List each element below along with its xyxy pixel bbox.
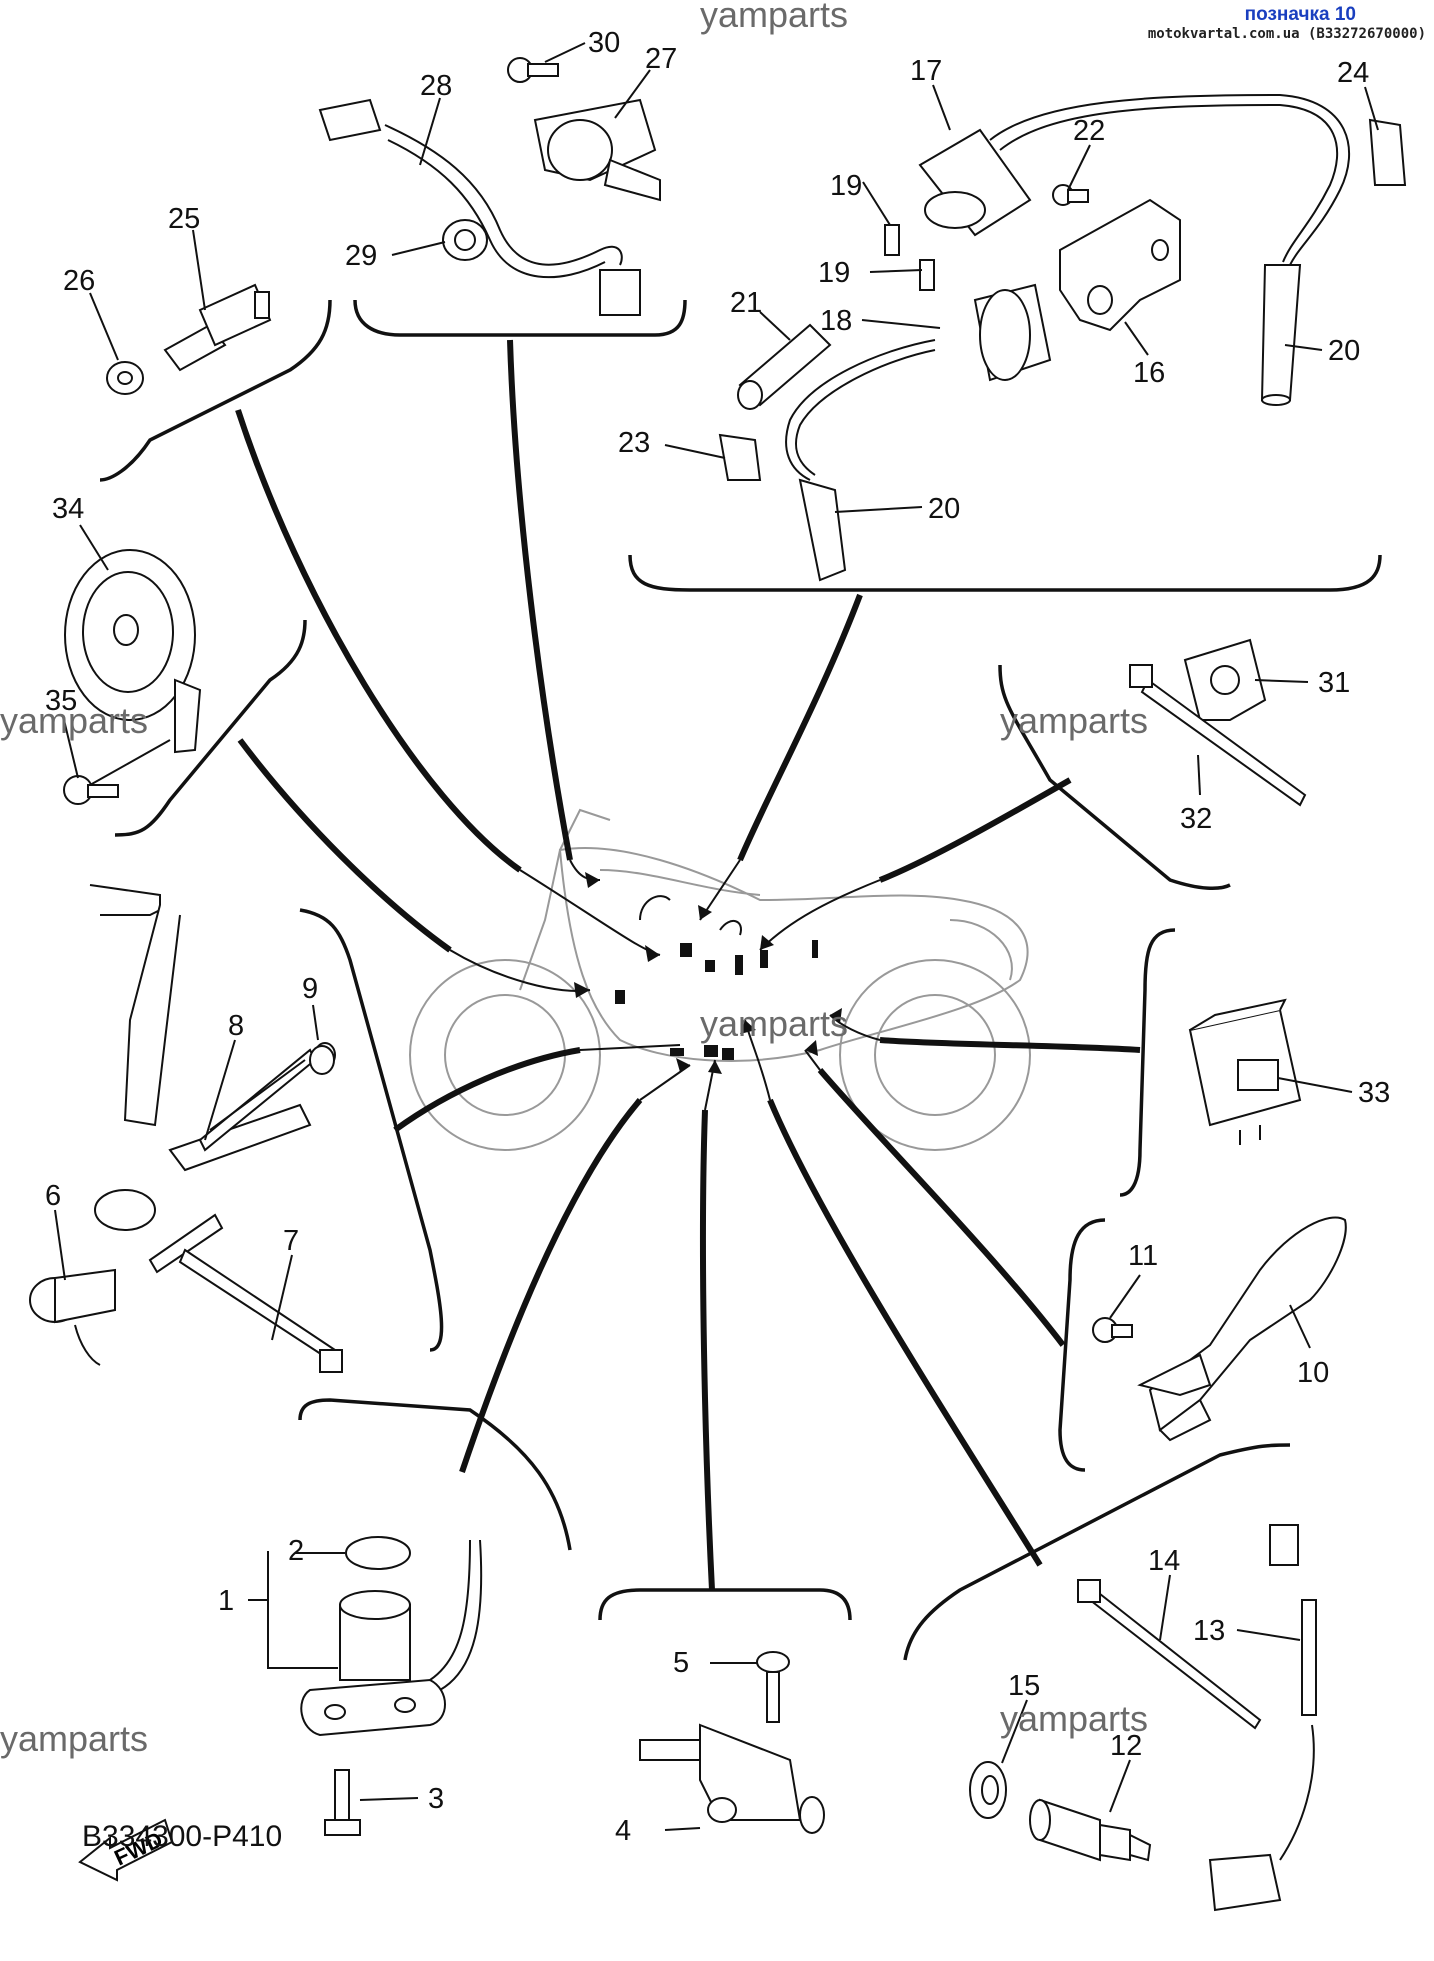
callout-27: 27 <box>645 43 677 75</box>
part-34-horn <box>64 549 202 754</box>
part-6-neutral-switch <box>29 1213 224 1366</box>
motorcycle-outline <box>409 808 1031 1151</box>
part-22-bolt <box>1052 184 1089 206</box>
part-14-cable-tie <box>1077 1579 1262 1730</box>
part-29-grommet <box>442 219 488 261</box>
part-12-sensor <box>1029 1798 1152 1862</box>
part-10-bracket <box>1137 1216 1347 1442</box>
watermark-left: yamparts <box>0 700 149 741</box>
callout-12: 12 <box>1110 1730 1142 1762</box>
callout-33: 33 <box>1358 1077 1390 1109</box>
callout-6: 6 <box>45 1180 61 1212</box>
callout-17: 17 <box>910 55 942 87</box>
callout-19b: 19 <box>818 257 850 289</box>
callout-23: 23 <box>618 427 650 459</box>
part-20-plug-caps <box>798 264 1302 582</box>
part-26-washer <box>106 361 144 395</box>
part-8-shift-rod <box>89 884 336 1231</box>
part-23-clip <box>718 433 762 481</box>
part-33-relay <box>1188 998 1302 1145</box>
callout-8: 8 <box>228 1010 244 1042</box>
watermark-bottom-right: yamparts <box>1000 1698 1149 1739</box>
callout-28: 28 <box>420 70 452 102</box>
callout-13: 13 <box>1193 1615 1225 1647</box>
callout-29: 29 <box>345 240 377 272</box>
diagram-code: B334300-P410 <box>82 1820 283 1853</box>
part-5-screw <box>756 1651 790 1723</box>
callout-18: 18 <box>820 305 852 337</box>
part-19-bolts <box>884 224 935 291</box>
watermark-top: yamparts <box>700 0 849 35</box>
watermark-center: yamparts <box>700 1003 849 1044</box>
callout-32: 32 <box>1180 803 1212 835</box>
bike-mount-marks <box>615 895 818 1060</box>
callout-16: 16 <box>1133 357 1165 389</box>
callout-25: 25 <box>168 203 200 235</box>
part-7-cable-tie <box>178 1248 343 1373</box>
callout-14: 14 <box>1148 1545 1180 1577</box>
part-24-clip <box>1368 118 1407 186</box>
part-28-lead <box>318 98 641 316</box>
part-4-switch <box>639 1723 825 1834</box>
watermark-right: yamparts <box>1000 700 1149 741</box>
callout-34: 34 <box>52 493 84 525</box>
part-9-nut <box>309 1045 335 1075</box>
group-brackets <box>99 299 1382 1661</box>
part-32-cable-tie <box>1129 664 1307 807</box>
part-35-bolt <box>63 775 119 805</box>
callout-20a: 20 <box>1328 335 1360 367</box>
part-13-lead <box>1208 1524 1317 1912</box>
callout-2: 2 <box>288 1535 304 1567</box>
callout-19a: 19 <box>830 170 862 202</box>
callout-21: 21 <box>730 287 762 319</box>
callout-30: 30 <box>588 27 620 59</box>
part-1-sensor <box>300 1536 483 1737</box>
part-31-clip <box>1183 638 1267 721</box>
callout-31: 31 <box>1318 667 1350 699</box>
callout-35: 35 <box>45 685 77 717</box>
callout-numbers: 1 2 3 4 5 6 7 8 9 10 11 12 13 14 15 16 1… <box>45 27 1390 1847</box>
part-15-washer <box>969 1761 1007 1819</box>
tag-label: позначка 10 <box>1244 4 1356 25</box>
part-21-tube <box>737 323 832 410</box>
callout-leaders <box>54 42 1379 1831</box>
callout-11: 11 <box>1128 1240 1158 1272</box>
callout-26: 26 <box>63 265 95 297</box>
part-25-switch <box>163 283 272 372</box>
part-16-bracket <box>1059 198 1181 332</box>
header: позначка 10 motokvartal.com.ua (B3327267… <box>1148 4 1426 42</box>
part-3-bolt <box>324 1769 361 1836</box>
part-17-coil <box>918 93 1351 266</box>
callout-4: 4 <box>615 1815 631 1847</box>
callout-5: 5 <box>673 1647 689 1679</box>
callout-3: 3 <box>428 1783 444 1815</box>
part-27-sensor <box>533 98 661 202</box>
part-18-coil <box>785 283 1052 481</box>
callout-10: 10 <box>1297 1357 1329 1389</box>
callout-24: 24 <box>1337 57 1369 89</box>
watermark-bottom-left: yamparts <box>0 1718 149 1759</box>
part-30-bolt <box>507 57 559 83</box>
callout-22: 22 <box>1073 115 1105 147</box>
site-label: motokvartal.com.ua (B33272670000) <box>1147 26 1426 42</box>
callout-1: 1 <box>218 1585 234 1617</box>
part-11-bolt <box>1092 1317 1133 1343</box>
connector-lines <box>235 339 1141 1591</box>
callout-20b: 20 <box>928 493 960 525</box>
callout-15: 15 <box>1008 1670 1040 1702</box>
callout-9: 9 <box>302 973 318 1005</box>
callout-7: 7 <box>283 1225 299 1257</box>
